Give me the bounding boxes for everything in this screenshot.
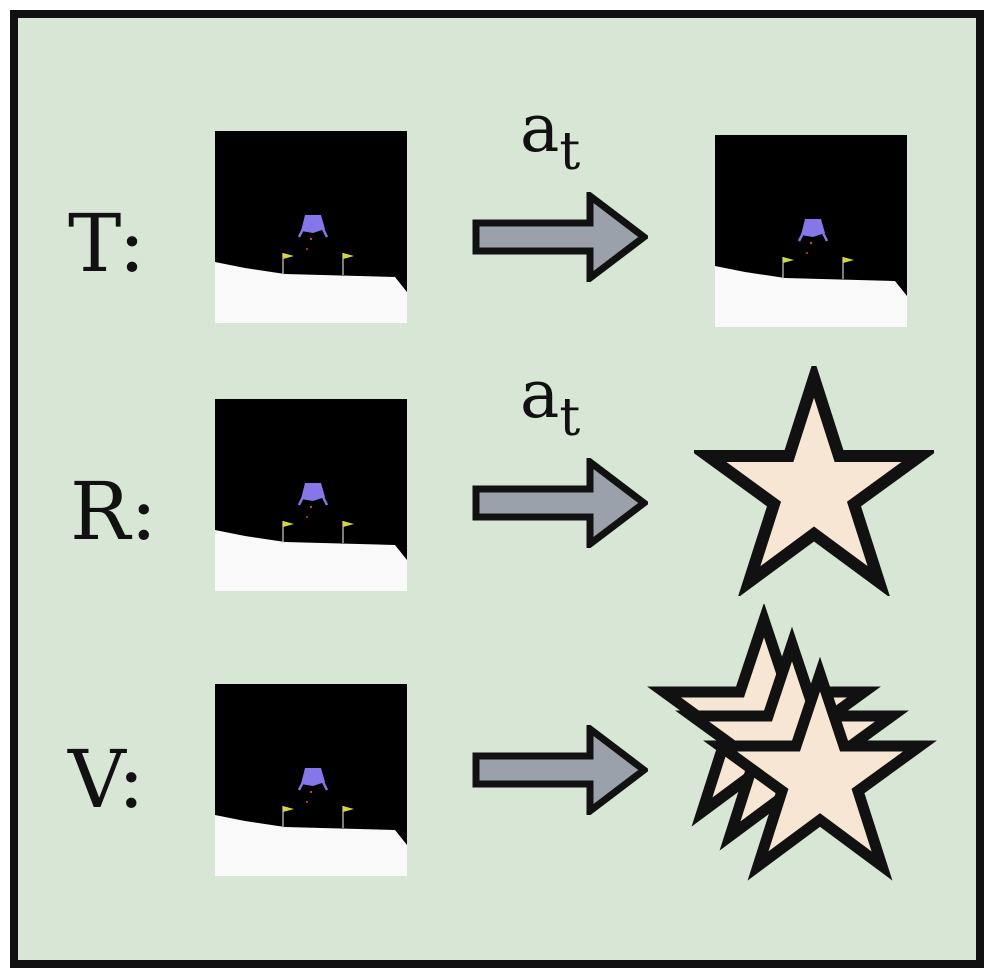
transition-arrow-r	[472, 458, 648, 548]
action-symbol: a	[520, 90, 560, 167]
lunar-lander-frame-t-next	[715, 135, 907, 327]
action-label-t: at	[520, 96, 580, 179]
lander-icon	[297, 768, 329, 803]
lander-icon	[797, 219, 829, 254]
lunar-ground	[215, 530, 407, 591]
lunar-lander-frame-r	[215, 399, 407, 591]
row-label-t: T:	[68, 197, 146, 290]
row-label-v: V:	[68, 733, 145, 826]
transition-arrow-v	[472, 725, 648, 815]
lander-icon	[297, 215, 329, 250]
stacked-star-front	[703, 656, 937, 881]
value-stacked-stars-icon	[647, 604, 937, 881]
transition-arrow-t	[472, 192, 648, 282]
lunar-lander-frame-v	[215, 684, 407, 876]
landing-flag-icon	[282, 806, 294, 828]
action-subscript: t	[559, 388, 581, 448]
landing-flag-icon	[342, 806, 354, 828]
lunar-lander-frame-t-current	[215, 131, 407, 323]
lunar-ground	[715, 266, 907, 327]
action-subscript: t	[559, 122, 581, 182]
landing-flag-icon	[282, 521, 294, 543]
landing-flag-icon	[782, 257, 794, 279]
row-label-r: R:	[70, 465, 158, 558]
reward-star-icon	[694, 366, 934, 596]
action-symbol: a	[520, 356, 560, 433]
landing-flag-icon	[342, 253, 354, 275]
action-label-r: at	[520, 362, 580, 445]
landing-flag-icon	[282, 253, 294, 275]
landing-flag-icon	[342, 521, 354, 543]
lunar-ground	[215, 815, 407, 876]
lander-icon	[297, 483, 329, 518]
landing-flag-icon	[842, 257, 854, 279]
lunar-ground	[215, 262, 407, 323]
